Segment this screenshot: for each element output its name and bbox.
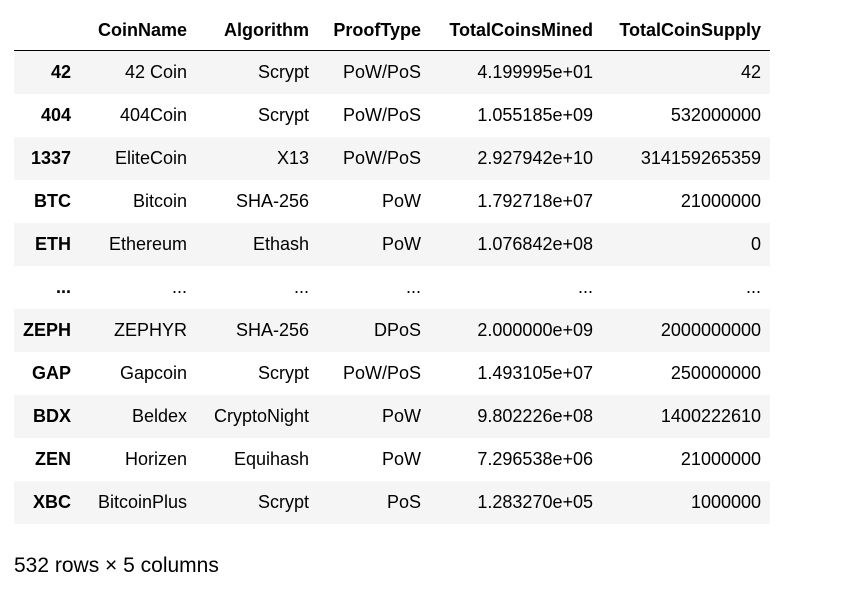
row-index: 1337 — [30, 148, 72, 168]
row-index: BDX — [33, 406, 72, 426]
prooftype-cell: PoW/PoS — [342, 105, 422, 125]
prooftype-cell: PoW — [382, 406, 422, 426]
row-index: ETH — [35, 234, 72, 254]
totalcoinsupply-cell: 0 — [751, 234, 762, 254]
prooftype-cell: PoW/PoS — [342, 148, 422, 168]
column-header-coinname: CoinName — [80, 10, 197, 51]
column-header-index — [14, 10, 81, 51]
table-row: 404 404Coin Scrypt PoW/PoS 1.055185e+09 53200… — [14, 94, 771, 137]
totalcoinsmined-cell: 1.493105e+07 — [477, 363, 594, 383]
totalcoinsmined-cell: 1.283270e+05 — [477, 492, 594, 512]
prooftype-cell: PoW — [382, 449, 422, 469]
totalcoinsupply-cell: ... — [746, 277, 762, 297]
totalcoinsmined-cell: ... — [578, 277, 594, 297]
totalcoinsupply-cell: 21000000 — [680, 191, 762, 211]
prooftype-cell: PoW — [382, 191, 422, 211]
totalcoinsmined-cell: 7.296538e+06 — [477, 449, 594, 469]
row-index: XBC — [33, 492, 72, 512]
table-row: BTC Bitcoin SHA-256 PoW 1.792718e+07 21000000 — [14, 180, 771, 223]
table-row: ZEPH ZEPHYR SHA-256 DPoS 2.000000e+09 2000000… — [14, 309, 771, 352]
dataframe-output: CoinName Algorithm ProofType TotalCoinsM… — [14, 10, 771, 524]
table-row: GAP Gapcoin Scrypt PoW/PoS 1.493105e+07 25000… — [14, 352, 771, 395]
totalcoinsupply-cell: 250000000 — [670, 363, 762, 383]
prooftype-cell: ... — [406, 277, 422, 297]
table-row: BDX Beldex CryptoNight PoW 9.802226e+08 14002… — [14, 395, 771, 438]
coinname-cell: Beldex — [131, 406, 188, 426]
column-header-totalcoinsmined: TotalCoinsMined — [430, 10, 603, 51]
prooftype-cell: PoW — [382, 234, 422, 254]
totalcoinsupply-cell: 42 — [740, 62, 762, 82]
algorithm-cell: Scrypt — [258, 105, 310, 125]
algorithm-cell: SHA-256 — [235, 191, 310, 211]
table-row: ZEN Horizen Equihash PoW 7.296538e+06 2100000… — [14, 438, 771, 481]
coinname-cell: ZEPHYR — [114, 320, 188, 340]
totalcoinsupply-cell: 1400222610 — [660, 406, 762, 426]
totalcoinsupply-cell: 21000000 — [680, 449, 762, 469]
coinname-cell: 42 Coin — [124, 62, 188, 82]
table-row: ETH Ethereum Ethash PoW 1.076842e+08 0 — [14, 223, 771, 266]
coinname-cell: Gapcoin — [119, 363, 188, 383]
totalcoinsmined-cell: 2.000000e+09 — [477, 320, 594, 340]
coinname-cell: Bitcoin — [132, 191, 188, 211]
coinname-cell: EliteCoin — [114, 148, 188, 168]
coinname-cell: 404Coin — [119, 105, 188, 125]
totalcoinsmined-cell: 1.055185e+09 — [477, 105, 594, 125]
totalcoinsmined-cell: 9.802226e+08 — [477, 406, 594, 426]
row-index: 404 — [40, 105, 72, 125]
coinname-cell: ... — [172, 277, 188, 297]
table-header: CoinName Algorithm ProofType TotalCoinsM… — [14, 10, 771, 51]
totalcoinsupply-cell: 1000000 — [690, 492, 762, 512]
totalcoinsupply-cell: 532000000 — [670, 105, 762, 125]
prooftype-cell: PoS — [386, 492, 422, 512]
column-header-prooftype: ProofType — [318, 10, 431, 51]
totalcoinsmined-cell: 4.199995e+01 — [477, 62, 594, 82]
algorithm-cell: Scrypt — [258, 363, 310, 383]
table-row: 42 42 Coin Scrypt PoW/PoS 4.199995e+01 42 — [14, 50, 771, 94]
row-index: ZEPH — [23, 320, 72, 340]
coinname-cell: Horizen — [124, 449, 188, 469]
prooftype-cell: PoW/PoS — [342, 62, 422, 82]
coinname-cell: BitcoinPlus — [97, 492, 188, 512]
row-index: ZEN — [35, 449, 72, 469]
algorithm-cell: ... — [294, 277, 310, 297]
algorithm-cell: SHA-256 — [235, 320, 310, 340]
algorithm-cell: Scrypt — [258, 62, 310, 82]
prooftype-cell: PoW/PoS — [342, 363, 422, 383]
row-index: 42 — [50, 62, 72, 82]
table-row: 1337 EliteCoin X13 PoW/PoS 2.927942e+10 31415… — [14, 137, 771, 180]
column-header-totalcoinsupply: TotalCoinSupply — [602, 10, 771, 51]
totalcoinsmined-cell: 1.792718e+07 — [477, 191, 594, 211]
row-column-count: 532 rows × 5 columns — [14, 554, 219, 577]
algorithm-cell: Ethash — [252, 234, 310, 254]
totalcoinsmined-cell: 1.076842e+08 — [477, 234, 594, 254]
prooftype-cell: DPoS — [373, 320, 422, 340]
row-index: ... — [56, 277, 72, 297]
table-row: XBC BitcoinPlus Scrypt PoS 1.283270e+05 10000… — [14, 481, 771, 524]
table-row: .................. — [14, 266, 771, 309]
totalcoinsupply-cell: 314159265359 — [640, 148, 762, 168]
totalcoinsupply-cell: 2000000000 — [660, 320, 762, 340]
header-row: CoinName Algorithm ProofType TotalCoinsM… — [14, 10, 771, 51]
algorithm-cell: CryptoNight — [213, 406, 310, 426]
algorithm-cell: Scrypt — [258, 492, 310, 512]
row-index: GAP — [32, 363, 72, 383]
row-index: BTC — [34, 191, 72, 211]
dataframe-table: CoinName Algorithm ProofType TotalCoinsM… — [14, 10, 771, 524]
algorithm-cell: X13 — [276, 148, 310, 168]
totalcoinsmined-cell: 2.927942e+10 — [477, 148, 594, 168]
coinname-cell: Ethereum — [108, 234, 188, 254]
algorithm-cell: Equihash — [233, 449, 310, 469]
column-header-algorithm: Algorithm — [196, 10, 319, 51]
